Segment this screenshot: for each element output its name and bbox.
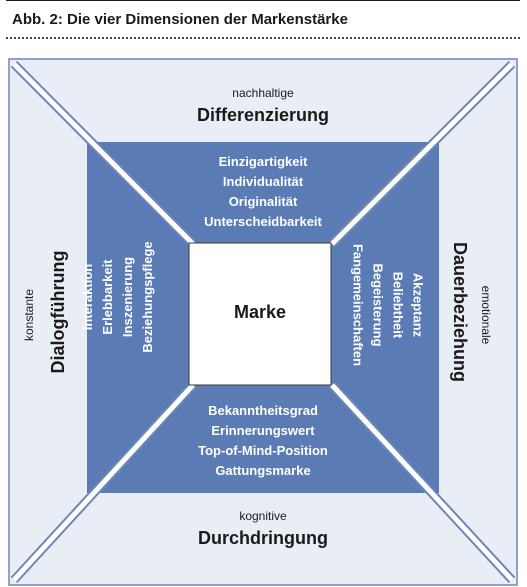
top-items: Einzigartigkeit Individualität Originali… xyxy=(163,152,363,232)
right-items: Akzeptanz Beliebtheit Begeisterung Fange… xyxy=(348,228,428,383)
center-label: Marke xyxy=(233,302,287,322)
bottom-item: Erinnerungswert xyxy=(211,423,315,438)
top-small-label: nachhaltige xyxy=(232,86,294,100)
top-big-label: Differenzierung xyxy=(196,105,329,125)
right-item: Beliebtheit xyxy=(390,271,406,339)
bottom-items: Bekanntheitsgrad Erinnerungswert Top-of-… xyxy=(153,401,373,481)
left-item: Erlebbarkeit xyxy=(100,259,115,335)
left-item: Beziehungspflege xyxy=(140,241,155,353)
right-big-label: Dauerbeziehung xyxy=(450,241,470,383)
top-item: Individualität xyxy=(222,174,304,189)
left-big-label: Dialogführung xyxy=(48,250,68,374)
right-item: Begeisterung xyxy=(370,263,386,347)
bottom-big-label: Durchdringung xyxy=(198,528,328,548)
top-item: Einzigartigkeit xyxy=(218,154,308,169)
top-item: Originalität xyxy=(228,194,298,209)
right-small-label: emotionale xyxy=(479,285,493,345)
left-small-label: konstante xyxy=(22,288,36,342)
center-box xyxy=(188,242,332,386)
bottom-item: Top-of-Mind-Position xyxy=(198,443,328,458)
left-item: Inszenierung xyxy=(120,256,135,338)
diagonal-highlights xyxy=(12,62,514,582)
title-divider xyxy=(6,37,520,39)
bottom-item: Bekanntheitsgrad xyxy=(208,403,318,418)
left-item: Interaktion xyxy=(80,263,95,331)
top-item: Unterscheidbarkeit xyxy=(204,214,322,229)
figure-title-bar: Abb. 2: Die vier Dimensionen der Markens… xyxy=(6,0,520,39)
bottom-small-label: kognitive xyxy=(239,509,287,523)
right-item: Fangemeinschaften xyxy=(350,243,366,367)
bottom-item: Gattungsmarke xyxy=(215,463,311,478)
left-items: Interaktion Erlebbarkeit Inszenierung Be… xyxy=(78,227,158,367)
right-item: Akzeptanz xyxy=(410,272,426,338)
figure-title: Abb. 2: Die vier Dimensionen der Markens… xyxy=(12,11,348,28)
